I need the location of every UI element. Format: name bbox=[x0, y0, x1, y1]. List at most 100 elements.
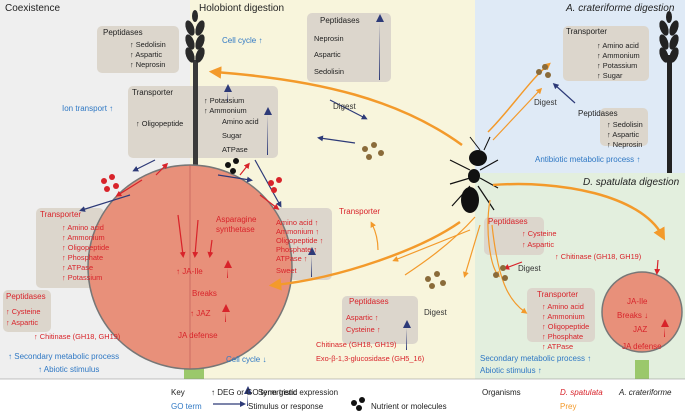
acr-pep-1: ↑ Sedolisin bbox=[607, 120, 643, 129]
dsp-pep-2: ↑ Aspartic bbox=[522, 240, 555, 249]
acr-transporter-heading: Transporter bbox=[566, 27, 608, 36]
dsp-breaks: Breaks ↓ bbox=[617, 311, 649, 320]
left-abiotic-stimulus: ↑ Abiotic stimulus bbox=[38, 365, 100, 374]
left-transporter-heading: Transporter bbox=[40, 210, 82, 219]
crateriforme-plant-icon bbox=[659, 11, 679, 173]
left-breaks: Breaks bbox=[192, 289, 217, 298]
holo-pep2-1: Aspartic ↑ bbox=[346, 313, 379, 322]
coexistence-title: Coexistence bbox=[5, 3, 61, 14]
key-label: Key bbox=[171, 388, 185, 397]
dsp-peptidases-box bbox=[484, 217, 544, 255]
dsp-ja-defense: JA defense bbox=[622, 342, 662, 351]
dsp-transporter-box bbox=[527, 288, 595, 342]
acr-digest-label: Digest bbox=[534, 98, 557, 107]
coexist-peptidase-3: ↑ Neprosin bbox=[130, 60, 166, 69]
left-secondary-process: ↑ Secondary metabolic process bbox=[8, 352, 120, 361]
dsp-jaz: JAZ bbox=[633, 325, 648, 334]
left-jaz: ↑ JAZ bbox=[190, 309, 211, 318]
asparagine-synthetase-1: Asparagine bbox=[216, 215, 257, 224]
left-pep-2: ↑ Aspartic bbox=[6, 318, 39, 327]
left-ja-defense: JA defense bbox=[178, 331, 218, 340]
coexist-trans-right-3: ATPase bbox=[222, 145, 248, 154]
coexist-trans-left-3: ↑ Oligopeptide bbox=[136, 119, 184, 128]
dsp-pep-1: ↑ Cysteine bbox=[522, 229, 557, 238]
holo-peptidase-2: Aspartic bbox=[314, 50, 341, 59]
coexist-peptidase-2: ↑ Aspartic bbox=[130, 50, 163, 59]
spatulata-title: D. spatulata digestion bbox=[583, 177, 680, 188]
dsp-transporter-heading: Transporter bbox=[537, 290, 579, 299]
holo-peptidases2-heading: Peptidases bbox=[349, 297, 389, 306]
dsp-peptidases-heading: Peptidases bbox=[488, 217, 528, 226]
acr-trans-3: ↑ Potassium bbox=[597, 61, 638, 70]
coexist-transporter-box bbox=[128, 86, 278, 158]
holo-chitinase: Chitinase (GH18, GH19) bbox=[316, 340, 397, 349]
key-stimulus: Stimulus or response bbox=[248, 402, 324, 411]
holo-trans-2: Ammonium ↑ bbox=[276, 227, 320, 236]
red-nutrient-dots bbox=[101, 174, 282, 193]
dsp-sundew-stem bbox=[635, 360, 649, 379]
coexist-transporter-heading: Transporter bbox=[132, 88, 174, 97]
key-nutrient: Nutrient or molecules bbox=[371, 402, 447, 411]
coexist-trans-left-2: ↑ Ammonium bbox=[204, 106, 247, 115]
coexist-peptidase-1: ↑ Sedolisin bbox=[130, 40, 166, 49]
dsp-trans-1: ↑ Amino acid bbox=[542, 302, 584, 311]
pitcher-stalk bbox=[193, 60, 198, 220]
holo-peptidases2-box bbox=[342, 296, 418, 344]
left-chitinase: ↑ Chitinase (GH18, GH19) bbox=[34, 332, 121, 341]
key-deg-trend: ↑ DEG or GO term trend bbox=[211, 388, 298, 397]
dsp-ja-ile: JA-Ile bbox=[627, 297, 648, 306]
acr-trans-4: ↑ Sugar bbox=[597, 71, 623, 80]
pitcher-plant-icon bbox=[185, 10, 205, 63]
acr-trans-2: ↑ Ammonium bbox=[597, 51, 640, 60]
holo-trans-5: ATPase ↑ bbox=[276, 254, 308, 263]
left-trans-4: ↑ Phosphate bbox=[62, 253, 104, 262]
key-d-spatulata: D. spatulata bbox=[560, 388, 603, 397]
crateriforme-title: A. crateriforme digestion bbox=[566, 3, 675, 14]
left-peptidases-heading: Peptidases bbox=[6, 292, 46, 301]
dsp-trans-3: ↑ Oligopeptide bbox=[542, 322, 590, 331]
dsp-trans-2: ↑ Ammonium bbox=[542, 312, 585, 321]
black-nutrient-dots bbox=[225, 158, 239, 174]
coexist-peptidases-box bbox=[97, 26, 179, 73]
dsp-trans-4: ↑ Phosphate bbox=[542, 332, 584, 341]
coexist-peptidases-heading: Peptidases bbox=[103, 28, 143, 37]
antibiotic-process: Antibiotic metabolic process ↑ bbox=[535, 155, 641, 164]
key-synergistic: Synergistic expression bbox=[258, 388, 339, 397]
left-trans-6: ↑ Potassium bbox=[62, 273, 103, 282]
coexist-trans-right-1: Amino acid bbox=[222, 117, 259, 126]
acr-pep-2: ↑ Aspartic bbox=[607, 130, 640, 139]
key-go-term: GO term bbox=[171, 402, 202, 411]
dsp-chitinase: ↑ Chitinase (GH18, GH19) bbox=[555, 252, 642, 261]
holo-peptidases-heading: Peptidases bbox=[320, 16, 360, 25]
cell-cycle-down: Cell cycle ↓ bbox=[226, 355, 267, 364]
left-trans-5: ↑ ATPase bbox=[62, 263, 94, 272]
left-peptidases-box bbox=[3, 290, 51, 332]
acr-pep-3: ↑ Neprosin bbox=[607, 140, 643, 149]
dsp-digest-label: Digest bbox=[518, 264, 541, 273]
dsp-sundew-leaf bbox=[601, 271, 683, 353]
left-ja-ile: ↑ JA-Ile bbox=[176, 267, 203, 276]
holo-trans-3: Oligopeptide ↑ bbox=[276, 236, 324, 245]
ion-transport-label: Ion transport ↑ bbox=[62, 104, 114, 113]
holo-peptidase-1: Neprosin bbox=[314, 34, 344, 43]
left-pep-1: ↑ Cysteine bbox=[6, 307, 41, 316]
holo-pep2-2: Cysteine ↑ bbox=[346, 325, 381, 334]
cell-cycle-up: Cell cycle ↑ bbox=[222, 36, 263, 45]
holo-trans-6: Sweet bbox=[276, 266, 297, 275]
holo-transporter-heading: Transporter bbox=[339, 207, 381, 216]
holobiont-title: Holobiont digestion bbox=[199, 3, 285, 14]
ant-icon bbox=[449, 136, 499, 213]
key-a-crateriforme: A. crateriforme bbox=[619, 388, 672, 397]
dsp-abiotic-stimulus: Abiotic stimulus ↑ bbox=[480, 366, 542, 375]
holo-trans-4: Phosphate ↑ bbox=[276, 245, 318, 254]
coexist-trans-left-1: ↑ Potassium bbox=[204, 96, 245, 105]
acr-transporter-box bbox=[563, 26, 649, 81]
holo-exo: Exo-β-1,3-glucosidase (GH5_16) bbox=[316, 354, 425, 363]
holo-peptidase-3: Sedolisin bbox=[314, 67, 344, 76]
acr-trans-1: ↑ Amino acid bbox=[597, 41, 639, 50]
asparagine-synthetase-2: synthetase bbox=[216, 225, 255, 234]
key-prey: Prey bbox=[560, 402, 577, 411]
left-trans-2: ↑ Ammonium bbox=[62, 233, 105, 242]
